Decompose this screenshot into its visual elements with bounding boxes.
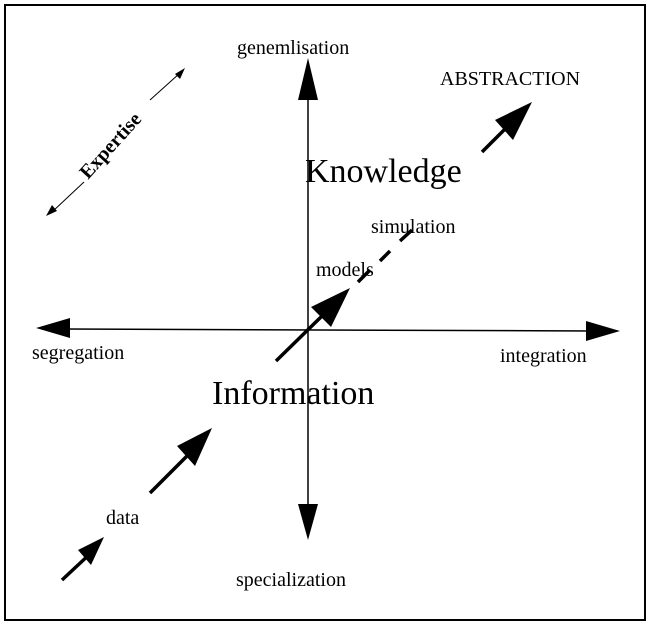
information-label: Information: [212, 375, 374, 412]
generalisation-label: genemlisation: [237, 37, 349, 59]
specialization-arrowhead: [298, 504, 318, 540]
expertise-label: Expertise: [75, 108, 146, 183]
horizontal-axis: [63, 328, 593, 332]
integration-arrowhead: [586, 321, 620, 341]
segregation-label: segregation: [32, 342, 124, 364]
simulation-label: simulation: [371, 216, 455, 238]
generalisation-arrowhead: [298, 58, 318, 100]
specialization-label: specialization: [236, 569, 346, 591]
integration-label: integration: [500, 345, 587, 367]
models-label: models: [316, 259, 374, 281]
abstraction-diagonal: [60, 102, 532, 582]
abstraction-label: ABSTRACTION: [440, 68, 580, 90]
data-label: data: [106, 507, 139, 529]
knowledge-label: Knowledge: [305, 153, 462, 190]
segregation-arrowhead: [36, 318, 70, 338]
diagram-frame: [4, 4, 646, 621]
expertise-double-arrow: [46, 68, 185, 216]
